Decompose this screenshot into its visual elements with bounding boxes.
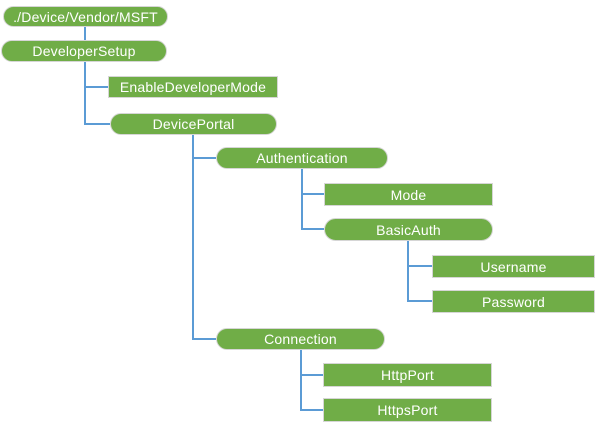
connector-branch-connection (194, 338, 216, 340)
connector-developersetup-trunk (84, 62, 86, 125)
tree-node-root: ./Device/Vendor/MSFT (3, 6, 168, 27)
tree-node-label: BasicAuth (376, 221, 441, 238)
connector-basicauth-trunk (407, 241, 409, 302)
tree-node-developer-setup: DeveloperSetup (1, 40, 167, 62)
connector-branch-httpport (302, 374, 323, 376)
tree-node-https-port: HttpsPort (323, 398, 492, 422)
tree-node-label: Password (481, 293, 546, 310)
tree-node-label: Username (480, 258, 547, 275)
tree-node-label: Authentication (256, 150, 348, 166)
connector-branch-basicauth (303, 228, 324, 230)
connector-branch-httpsport (302, 409, 323, 411)
tree-node-label: HttpPort (381, 367, 434, 383)
tree-node-password: Password (432, 290, 595, 313)
connector-authentication-trunk (301, 169, 303, 230)
connector-branch-authentication (194, 157, 216, 159)
tree-node-label: Mode (390, 186, 427, 203)
tree-node-mode: Mode (324, 183, 493, 206)
connector-branch-username (409, 265, 432, 267)
connector-branch-password (409, 300, 432, 302)
tree-node-label: DeveloperSetup (32, 43, 136, 59)
tree-node-http-port: HttpPort (323, 363, 492, 387)
tree-node-label: ./Device/Vendor/MSFT (13, 8, 158, 25)
tree-node-connection: Connection (216, 328, 385, 350)
tree-node-device-portal: DevicePortal (110, 113, 277, 135)
tree-node-authentication: Authentication (216, 147, 388, 169)
connector-connection-trunk (300, 350, 302, 411)
connector-branch-mode (303, 193, 324, 195)
tree-node-basic-auth: BasicAuth (324, 218, 493, 241)
connector-branch-deviceportal (86, 123, 110, 125)
tree-node-label: HttpsPort (377, 402, 438, 418)
tree-node-label: EnableDeveloperMode (119, 79, 267, 95)
connector-deviceportal-trunk (192, 135, 194, 340)
tree-node-enable-developer-mode: EnableDeveloperMode (108, 76, 278, 98)
tree-node-username: Username (432, 255, 595, 278)
tree-node-label: DevicePortal (152, 116, 235, 132)
connector-root-to-developersetup (84, 27, 86, 41)
connector-branch-enabledevelopermode (86, 86, 108, 88)
tree-node-label: Connection (264, 331, 337, 347)
